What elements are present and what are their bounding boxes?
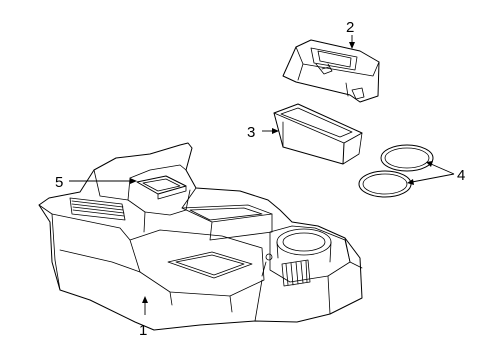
callout-5: 5 xyxy=(55,174,63,191)
part-1-floor-console[interactable] xyxy=(38,142,363,331)
arrowhead-1 xyxy=(142,296,148,303)
callout-3: 3 xyxy=(247,124,255,141)
callout-leaders xyxy=(69,35,455,315)
arrowhead-5 xyxy=(130,178,137,184)
arrowhead-3 xyxy=(272,128,279,134)
arrowhead-2 xyxy=(349,42,355,49)
arrowhead-4a xyxy=(426,161,433,167)
arrowhead-4b xyxy=(407,179,414,185)
leader-4b xyxy=(411,173,455,183)
part-2-console-cover[interactable] xyxy=(282,39,380,103)
part-3-storage-bin[interactable] xyxy=(273,103,363,165)
callout-4: 4 xyxy=(457,167,465,184)
part-4-rings[interactable] xyxy=(358,144,434,198)
callout-2: 2 xyxy=(346,19,354,36)
leader-4a xyxy=(430,163,455,175)
part-5-small-tray[interactable] xyxy=(136,175,187,200)
callout-1: 1 xyxy=(139,322,147,339)
